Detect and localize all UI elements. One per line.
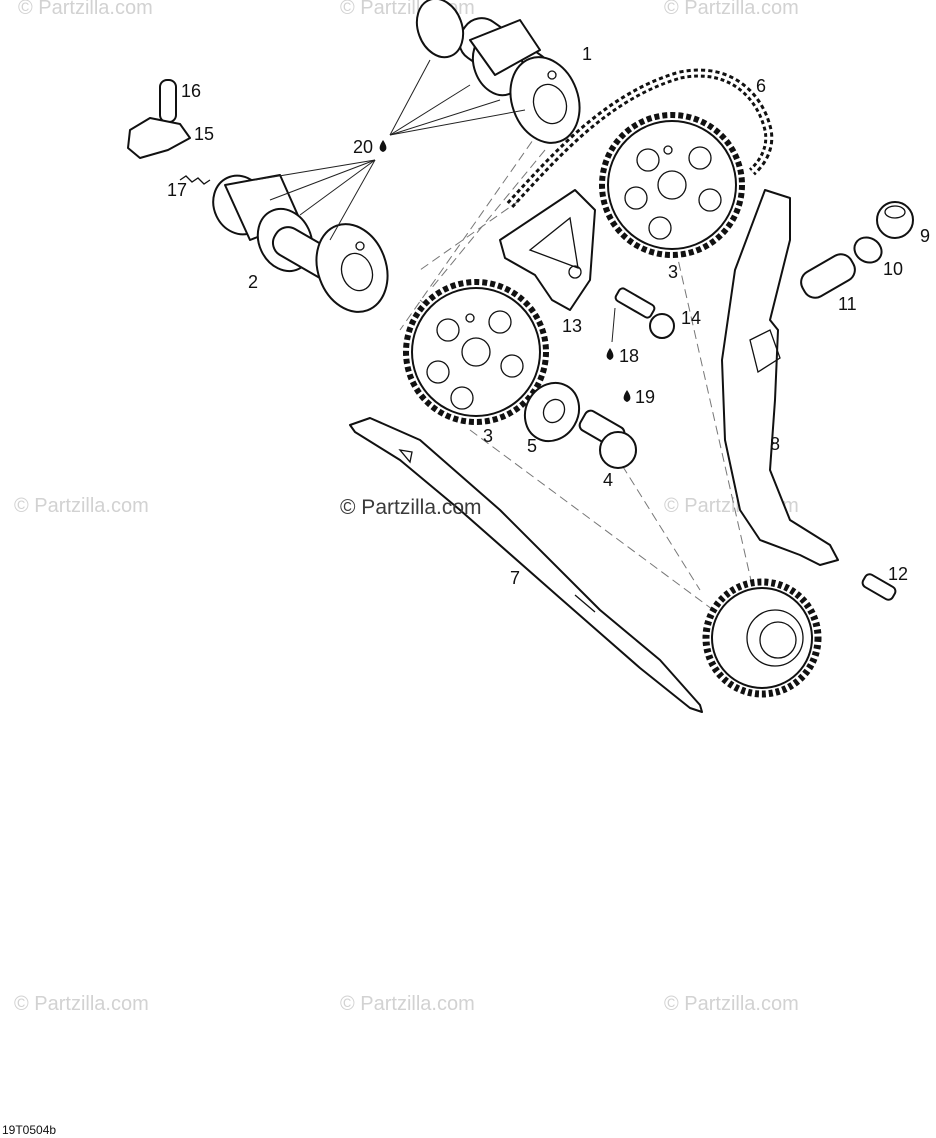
callout-14: 14 [681, 308, 701, 328]
watermark: © Partzilla.com [18, 0, 153, 19]
oil-drop-icon [606, 348, 614, 360]
callout-1: 1 [582, 44, 592, 64]
oil-drop-icons [379, 140, 631, 402]
rocker-assembly [127, 79, 211, 185]
tensioner-rail [721, 189, 839, 566]
callout-10: 10 [883, 259, 903, 279]
callout-9: 9 [920, 226, 930, 246]
crank-gear [702, 578, 822, 698]
watermark: © Partzilla.com [664, 993, 799, 1015]
callout-18: 18 [619, 346, 639, 366]
callout-12: 12 [888, 564, 908, 584]
callout-20: 20 [353, 137, 373, 157]
leader-lines [254, 59, 616, 343]
callout-8: 8 [770, 434, 780, 454]
callout-6: 6 [756, 76, 766, 96]
spring-17 [179, 175, 211, 185]
callout-16: 16 [181, 81, 201, 101]
callout-7: 7 [510, 568, 520, 588]
washer-10 [853, 236, 883, 264]
sprocket-upper [599, 112, 745, 258]
diagram-code: 19T0504b [2, 1123, 56, 1137]
oil-drop-icon [623, 390, 631, 402]
chain-guide-rail [349, 417, 703, 713]
timing-chain [506, 68, 774, 209]
chain-guide-bracket [499, 189, 596, 311]
watermark-main: © Partzilla.com [340, 496, 482, 519]
plunger-11 [800, 253, 856, 299]
pin-12 [861, 573, 897, 601]
camshaft-lower [212, 174, 389, 313]
watermark: © Partzilla.com [14, 495, 149, 517]
rocker-15 [127, 117, 191, 159]
callout-13: 13 [562, 316, 582, 336]
pin-16 [159, 79, 177, 123]
callout-11: 11 [838, 294, 857, 314]
watermark: © Partzilla.com [664, 0, 799, 19]
watermark: © Partzilla.com [340, 993, 475, 1015]
callout-4: 4 [603, 470, 613, 490]
callout-19: 19 [635, 387, 655, 407]
sprocket-lower [403, 279, 549, 425]
callout-17: 17 [167, 180, 187, 200]
callouts: 1 2 3 3 4 5 6 7 8 9 10 11 12 13 14 15 16… [167, 44, 930, 588]
watermark: © Partzilla.com [14, 993, 149, 1015]
bolt-4 [578, 409, 637, 469]
callout-3: 3 [483, 426, 493, 446]
callout-3: 3 [668, 262, 678, 282]
callout-5: 5 [527, 436, 537, 456]
camshaft-upper [415, 0, 581, 144]
washer-5 [523, 381, 581, 443]
oil-drop-icon [379, 140, 387, 152]
callout-2: 2 [248, 272, 258, 292]
callout-15: 15 [194, 124, 214, 144]
plug-9 [876, 201, 914, 239]
bolt-14 [614, 287, 675, 339]
watermark-layer: © Partzilla.com © Partzilla.com © Partzi… [14, 0, 799, 1015]
tensioner-parts [800, 201, 914, 299]
